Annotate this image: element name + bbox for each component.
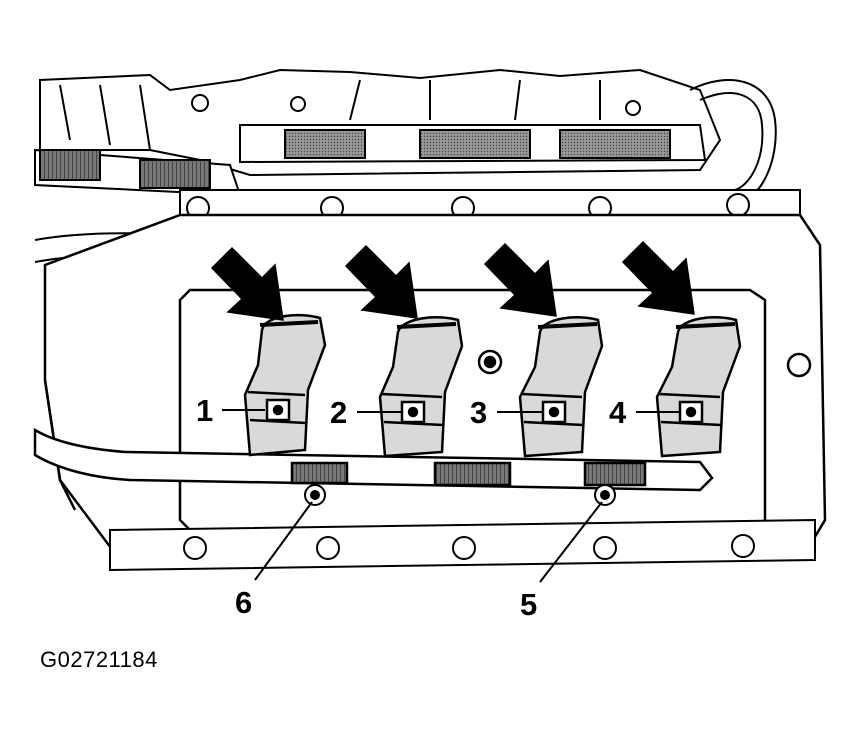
ignition-coil-1	[243, 313, 327, 457]
coil-wiring-harness	[33, 427, 714, 492]
callout-3: 3	[470, 395, 487, 430]
hose	[689, 79, 777, 201]
callout-6: 6	[235, 585, 252, 620]
harness-bolts	[304, 484, 616, 506]
ignition-coil-2	[378, 316, 464, 458]
arrow-coil-3	[483, 242, 557, 317]
upper-flange	[179, 189, 801, 220]
lower-flange	[109, 518, 816, 572]
arrow-coil-1	[210, 246, 284, 321]
intake-manifold	[39, 68, 722, 177]
figure-id: G02721184	[40, 647, 158, 672]
direction-arrows	[210, 240, 695, 321]
callout-5: 5	[520, 587, 537, 622]
callout-1: 1	[196, 393, 213, 428]
ignition-coil-4	[655, 316, 742, 458]
arrow-coil-4	[621, 240, 695, 315]
arrow-coil-2	[344, 244, 418, 319]
callout-2: 2	[330, 395, 347, 430]
callout-4: 4	[609, 395, 627, 430]
leader-lines	[222, 409, 680, 583]
